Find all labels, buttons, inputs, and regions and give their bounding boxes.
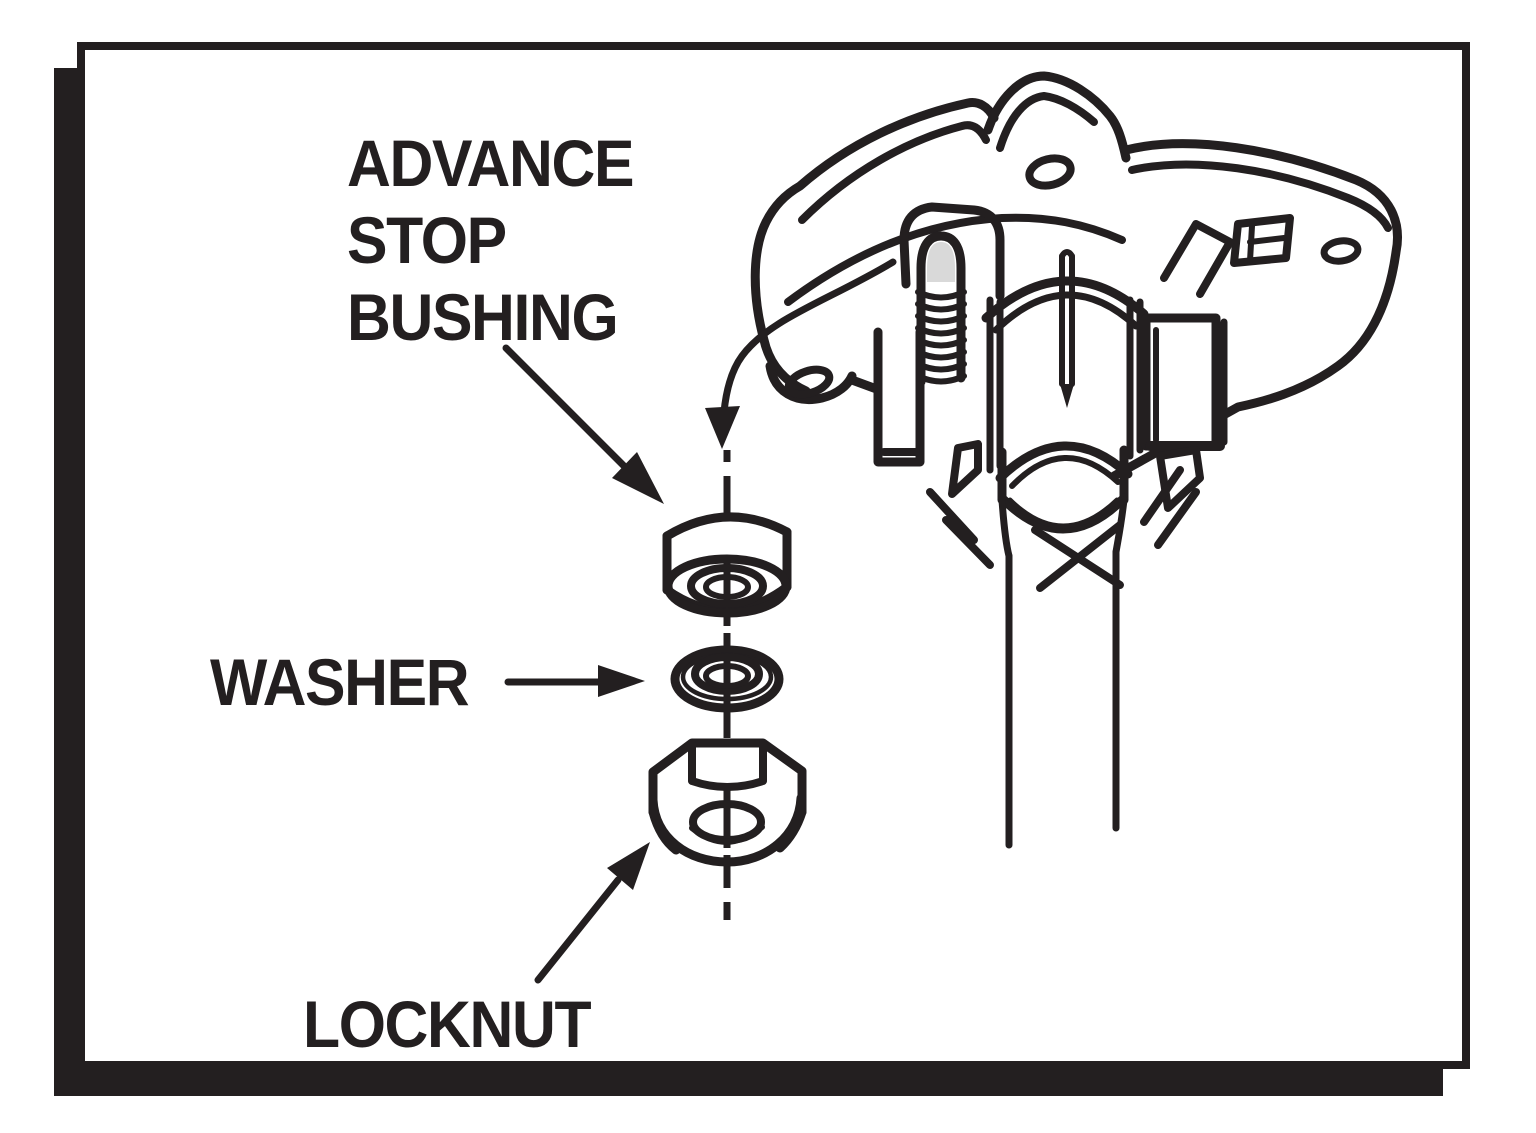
housing-outline-left-dome <box>750 98 999 396</box>
clamp-wall-left <box>986 296 1004 474</box>
bushing-bottom-face <box>663 554 791 618</box>
housing-slot-diamond <box>1230 214 1294 267</box>
locknut-skirt <box>648 793 807 867</box>
callout-arrows <box>502 258 897 984</box>
right-foot-fingers <box>1140 466 1200 549</box>
locknut-hole-chamfer <box>689 824 765 845</box>
washer-hole-inner <box>703 663 751 689</box>
mounting-hole-left <box>784 365 834 399</box>
saddle-inner <box>1009 455 1121 489</box>
stud-bracket <box>899 202 1005 301</box>
mounting-hole-top <box>1025 154 1075 190</box>
bushing-hole-inner <box>703 574 751 600</box>
part-washer <box>670 645 784 713</box>
left-foot-fingers <box>926 488 994 569</box>
assembly-clamp <box>873 202 1234 592</box>
locknut-arrow-line <box>534 876 622 984</box>
bushing-arrow-head <box>612 452 664 504</box>
bushing-hole-outer <box>687 564 767 608</box>
center-pin <box>1059 249 1075 408</box>
cross-strap <box>1031 521 1124 592</box>
shaft-collar-bottom-inner <box>1007 497 1120 529</box>
housing-left-lobe-hook <box>765 361 857 404</box>
clamp-wall-right <box>1126 296 1144 460</box>
housing-top-hump-outer <box>983 71 1131 163</box>
clamp-top-band-outer <box>981 276 1149 323</box>
center-pin-tip <box>1060 384 1074 408</box>
part-locknut <box>648 738 807 867</box>
right-top-tab <box>1160 220 1234 298</box>
locknut-arrow-head <box>607 842 650 890</box>
housing-flange-rim-inner <box>1128 160 1392 232</box>
label-washer: WASHER <box>210 645 470 719</box>
washer-hole-outer <box>691 653 763 695</box>
left-foot <box>948 440 982 498</box>
label-advance-stop-bushing: ADVANCE STOP BUSHING <box>347 126 634 354</box>
bushing-curved-arrow-head <box>705 406 740 449</box>
bushing-curved-arrow-line <box>720 258 897 416</box>
mounting-hole-right <box>1320 237 1362 265</box>
bushing-arrow-line <box>502 344 632 474</box>
washer-arrow-head <box>598 665 645 697</box>
housing-dome-inner-arc <box>798 121 990 224</box>
housing-slot-detail <box>1247 223 1287 264</box>
bushing-top-rim <box>662 512 792 541</box>
saddle-outer <box>995 441 1133 483</box>
label-locknut: LOCKNUT <box>303 987 592 1061</box>
shaft-collar-bottom-outer <box>997 493 1129 534</box>
housing-flange-rim-outer <box>1109 139 1402 481</box>
washer-outer-edge <box>670 645 784 713</box>
assembly-housing <box>750 71 1402 481</box>
part-advance-stop-bushing <box>662 512 792 618</box>
left-plate <box>873 327 925 467</box>
housing-hump-inner-arc <box>996 92 1098 152</box>
assembly-shaft <box>997 445 1129 849</box>
locknut-facet-edges <box>688 739 767 791</box>
threaded-stud-cap <box>927 242 955 282</box>
shaft-collar-sides <box>997 445 1129 505</box>
clamp-top-band-inner <box>992 291 1140 334</box>
